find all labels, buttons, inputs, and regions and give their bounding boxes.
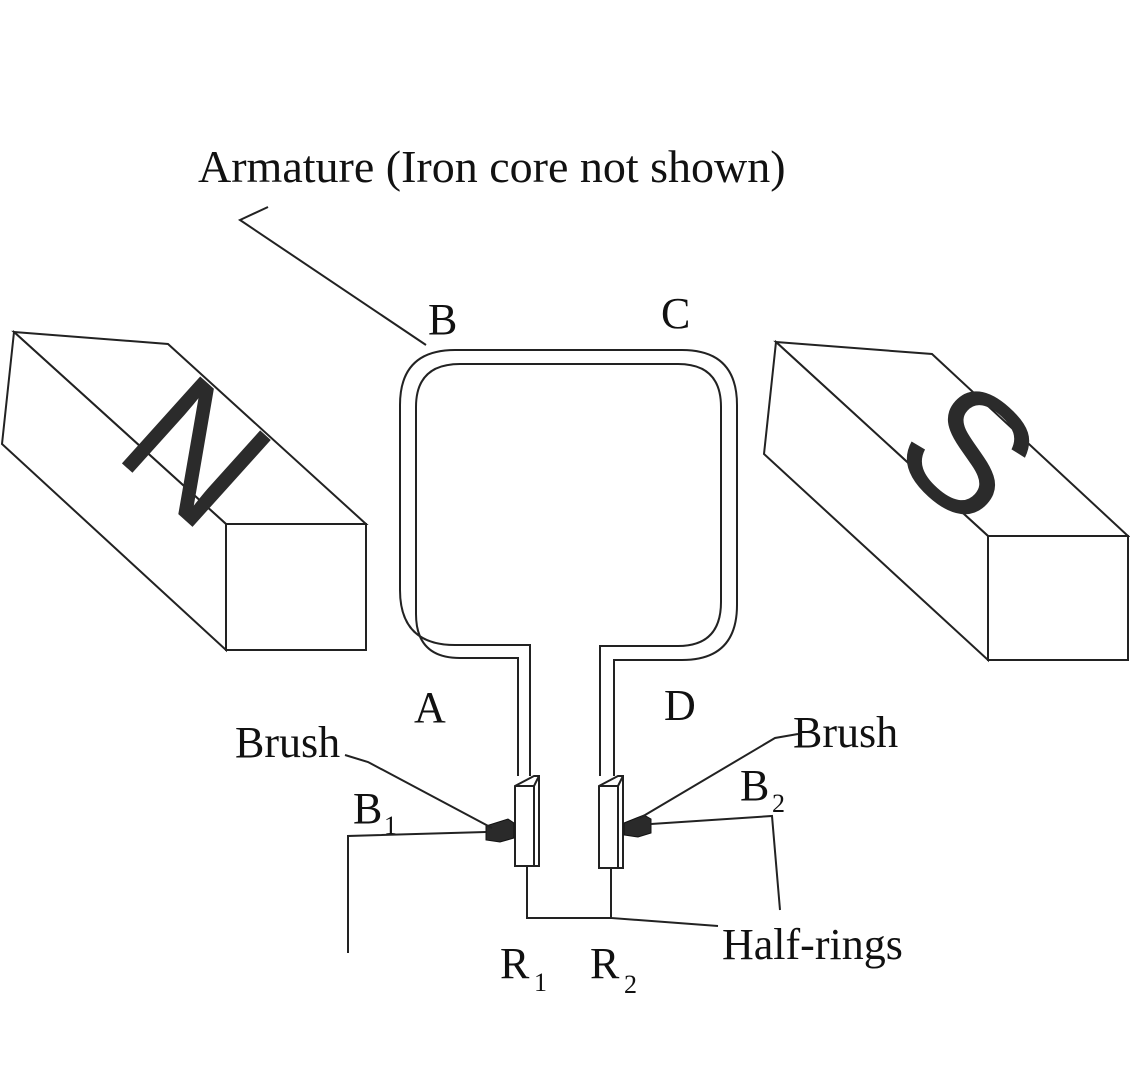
brush-b2-subscript: 2: [772, 789, 785, 818]
corner-label-d: D: [664, 681, 696, 730]
half-rings-label: Half-rings: [722, 920, 903, 969]
armature-title: Armature (Iron core not shown): [198, 141, 786, 192]
brush-left-leader-line: [344, 754, 493, 829]
corner-label-c: C: [661, 289, 690, 338]
brush-b1: [485, 818, 515, 843]
half-ring-r1-body: [514, 775, 540, 867]
half-ring-r1: [514, 775, 540, 867]
corner-label-a: A: [414, 683, 446, 732]
half-ring-r1-bevel: [533, 775, 540, 787]
half-ring-r2-bevel: [617, 775, 624, 787]
south-magnet-front: [987, 535, 1129, 661]
brush-b2-name: B: [740, 761, 769, 810]
half-ring-r2-leader: [610, 868, 719, 927]
ring-r1-name: R: [500, 939, 530, 988]
brush-b2-wire: [650, 814, 781, 911]
armature-leader-line: [237, 206, 427, 346]
ring-r1-subscript: 1: [534, 968, 547, 997]
north-magnet: N: [0, 329, 369, 653]
brush-b1-subscript: 1: [384, 811, 397, 840]
brush-b1-name: B: [353, 784, 382, 833]
ring-r2-name: R: [590, 939, 620, 988]
north-magnet-front: [225, 523, 367, 651]
brush-right-label: Brush: [793, 708, 898, 757]
half-ring-r1-leader: [526, 866, 612, 919]
brush-right-leader-line: [639, 733, 799, 819]
coil-outer-wire: [399, 349, 738, 776]
ring-r2-subscript: 2: [624, 970, 637, 999]
half-ring-r2-body: [598, 775, 624, 869]
armature-coil: [399, 349, 738, 776]
south-magnet: S: [762, 339, 1130, 663]
brush-b1-wire: [347, 831, 487, 953]
brush-b2: [623, 814, 652, 838]
corner-label-b: B: [428, 295, 457, 344]
brush-left-label: Brush: [235, 718, 340, 767]
half-ring-r2: [598, 775, 624, 869]
coil-inner-wire: [415, 363, 722, 776]
